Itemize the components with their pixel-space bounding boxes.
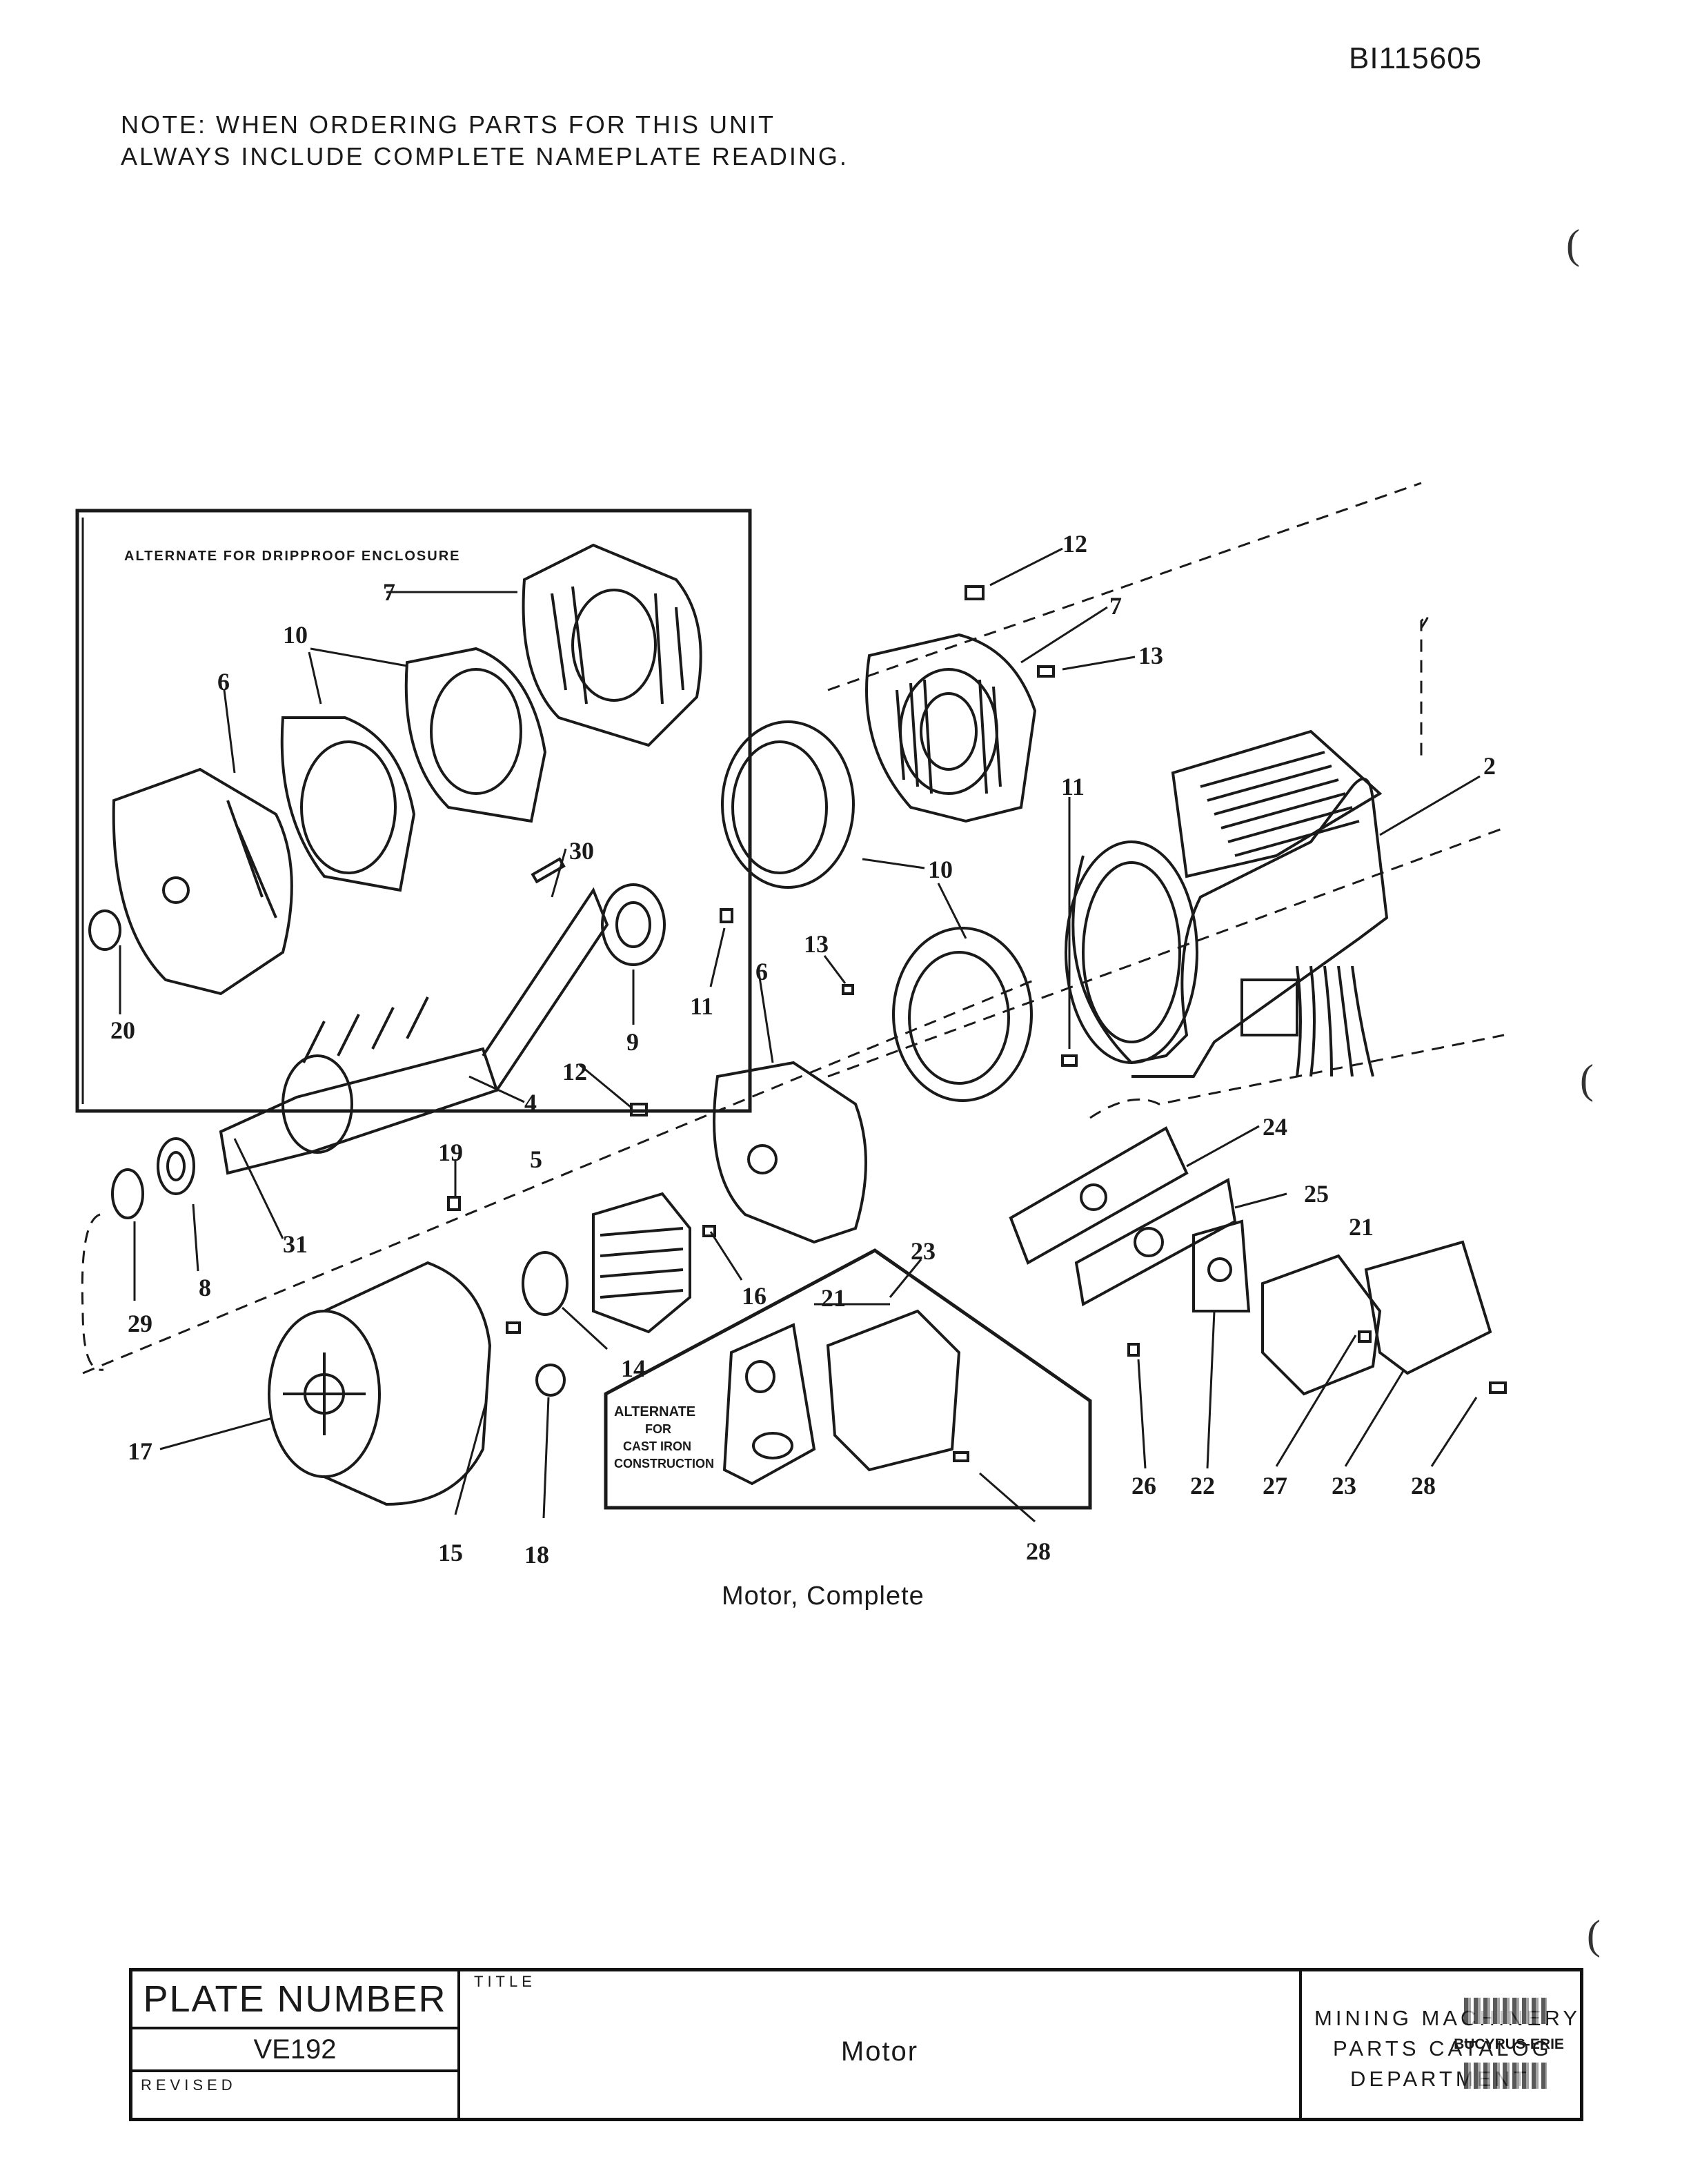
part-2-motor-frame — [1065, 729, 1389, 1078]
callout-24: 24 — [1263, 1113, 1287, 1141]
callout-6-inset: 6 — [217, 668, 230, 696]
part-29-ring — [111, 1168, 144, 1219]
part-21-box — [1261, 1240, 1492, 1396]
callout-13-top: 13 — [1138, 642, 1163, 669]
callout-6: 6 — [755, 958, 768, 985]
part-22-gasket — [1192, 1219, 1251, 1312]
callout-7: 7 — [1109, 592, 1122, 620]
callout-13-mid: 13 — [804, 930, 829, 958]
part-6-endshield — [713, 1061, 867, 1244]
ordering-note-line-2: ALWAYS INCLUDE COMPLETE NAMEPLATE READIN… — [121, 142, 849, 170]
callout-28-right: 28 — [1411, 1472, 1436, 1499]
margin-mark: ( — [1566, 222, 1580, 267]
callout-20: 20 — [110, 1016, 135, 1044]
callout-25: 25 — [1304, 1180, 1329, 1208]
callout-31: 31 — [283, 1230, 308, 1258]
part-8-bearing — [157, 1137, 195, 1195]
inset-part-7 — [522, 543, 702, 747]
inset-part-6 — [112, 767, 293, 996]
motor-exploded-diagram: ALTERNATE FOR DRIPPROOF ENCLOSURE ALTERN… — [75, 482, 1507, 1568]
part-5-fan — [592, 1192, 691, 1334]
callout-21-right: 21 — [1349, 1213, 1374, 1241]
dripproof-inset-frame — [75, 509, 752, 1113]
document-number: BI115605 — [1349, 41, 1483, 75]
callout-19: 19 — [438, 1139, 463, 1166]
plate-number: VE192 — [132, 2029, 460, 2072]
bucyrus-erie-logo: BUCYRUS-ERIE — [1450, 1992, 1568, 2103]
callout-29: 29 — [128, 1310, 152, 1337]
ordering-note-line-1: NOTE: WHEN ORDERING PARTS FOR THIS UNIT — [121, 110, 776, 139]
callout-27: 27 — [1263, 1472, 1287, 1499]
cast-iron-box — [722, 1309, 961, 1486]
callout-arrows — [119, 547, 1481, 1523]
callout-18: 18 — [524, 1541, 549, 1568]
title-value: Motor — [460, 1971, 1302, 2118]
cast-iron-inset-frame — [604, 1248, 1092, 1510]
part-17-fan-cover — [268, 1261, 492, 1506]
callout-10-inset: 10 — [283, 621, 308, 649]
callout-23-right: 23 — [1332, 1472, 1356, 1499]
callout-12-mid: 12 — [562, 1058, 587, 1085]
callout-4: 4 — [524, 1089, 537, 1116]
part-4-rotor — [219, 887, 609, 1175]
callout-26: 26 — [1131, 1472, 1156, 1499]
callout-9: 9 — [626, 1028, 639, 1056]
alt-box-line-2: FOR — [645, 1422, 671, 1436]
callout-22: 22 — [1190, 1472, 1215, 1499]
inset-part-10 — [280, 647, 547, 892]
callout-23-alt: 23 — [911, 1237, 936, 1265]
revised-label: REVISED — [132, 2072, 460, 2118]
alt-box-line-1: ALTERNATE — [614, 1404, 695, 1419]
ordering-note: NOTE: WHEN ORDERING PARTS FOR THIS UNIT … — [121, 109, 849, 173]
margin-mark: ( — [1587, 1912, 1601, 1958]
part-25-plate — [1074, 1177, 1237, 1307]
callout-21-alt: 21 — [821, 1284, 846, 1312]
dept-line-2: PARTS CATALOG — [1333, 2036, 1552, 2060]
part-24-gasket — [1009, 1126, 1189, 1265]
part-18-plug — [535, 1364, 566, 1397]
part-7-endshield — [865, 633, 1037, 823]
alt-box-line-4: CONSTRUCTION — [614, 1457, 714, 1470]
callout-5: 5 — [530, 1145, 542, 1173]
callout-28-alt: 28 — [1026, 1537, 1051, 1565]
margin-mark: ( — [1580, 1056, 1594, 1102]
callout-2: 2 — [1483, 752, 1496, 780]
callout-12-top: 12 — [1062, 530, 1087, 558]
inset-title: ALTERNATE FOR DRIPPROOF ENCLOSURE — [124, 549, 460, 564]
brand-name: BUCYRUS-ERIE — [1454, 2036, 1564, 2052]
part-10-bearing-cap — [721, 720, 1033, 1102]
part-9-bearing — [601, 883, 666, 966]
plate-number-label: PLATE NUMBER — [132, 1971, 460, 2029]
callout-7-inset: 7 — [383, 578, 395, 606]
title-block: PLATE NUMBER VE192 REVISED Motor TITLE M… — [129, 1968, 1583, 2121]
callout-15: 15 — [438, 1539, 463, 1566]
part-20-ring — [88, 909, 121, 951]
callout-30: 30 — [569, 837, 594, 865]
callout-17: 17 — [128, 1437, 152, 1465]
callout-16: 16 — [742, 1282, 767, 1310]
part-14-washer — [522, 1251, 568, 1316]
callout-14: 14 — [621, 1355, 646, 1382]
callout-8: 8 — [199, 1274, 211, 1301]
alt-box-line-3: CAST IRON — [623, 1439, 691, 1453]
callout-11-left: 11 — [690, 992, 713, 1020]
figure-caption: Motor, Complete — [722, 1582, 924, 1611]
callout-11-right: 11 — [1061, 773, 1085, 800]
title-label: TITLE — [474, 1973, 536, 1990]
callout-10: 10 — [928, 856, 953, 883]
